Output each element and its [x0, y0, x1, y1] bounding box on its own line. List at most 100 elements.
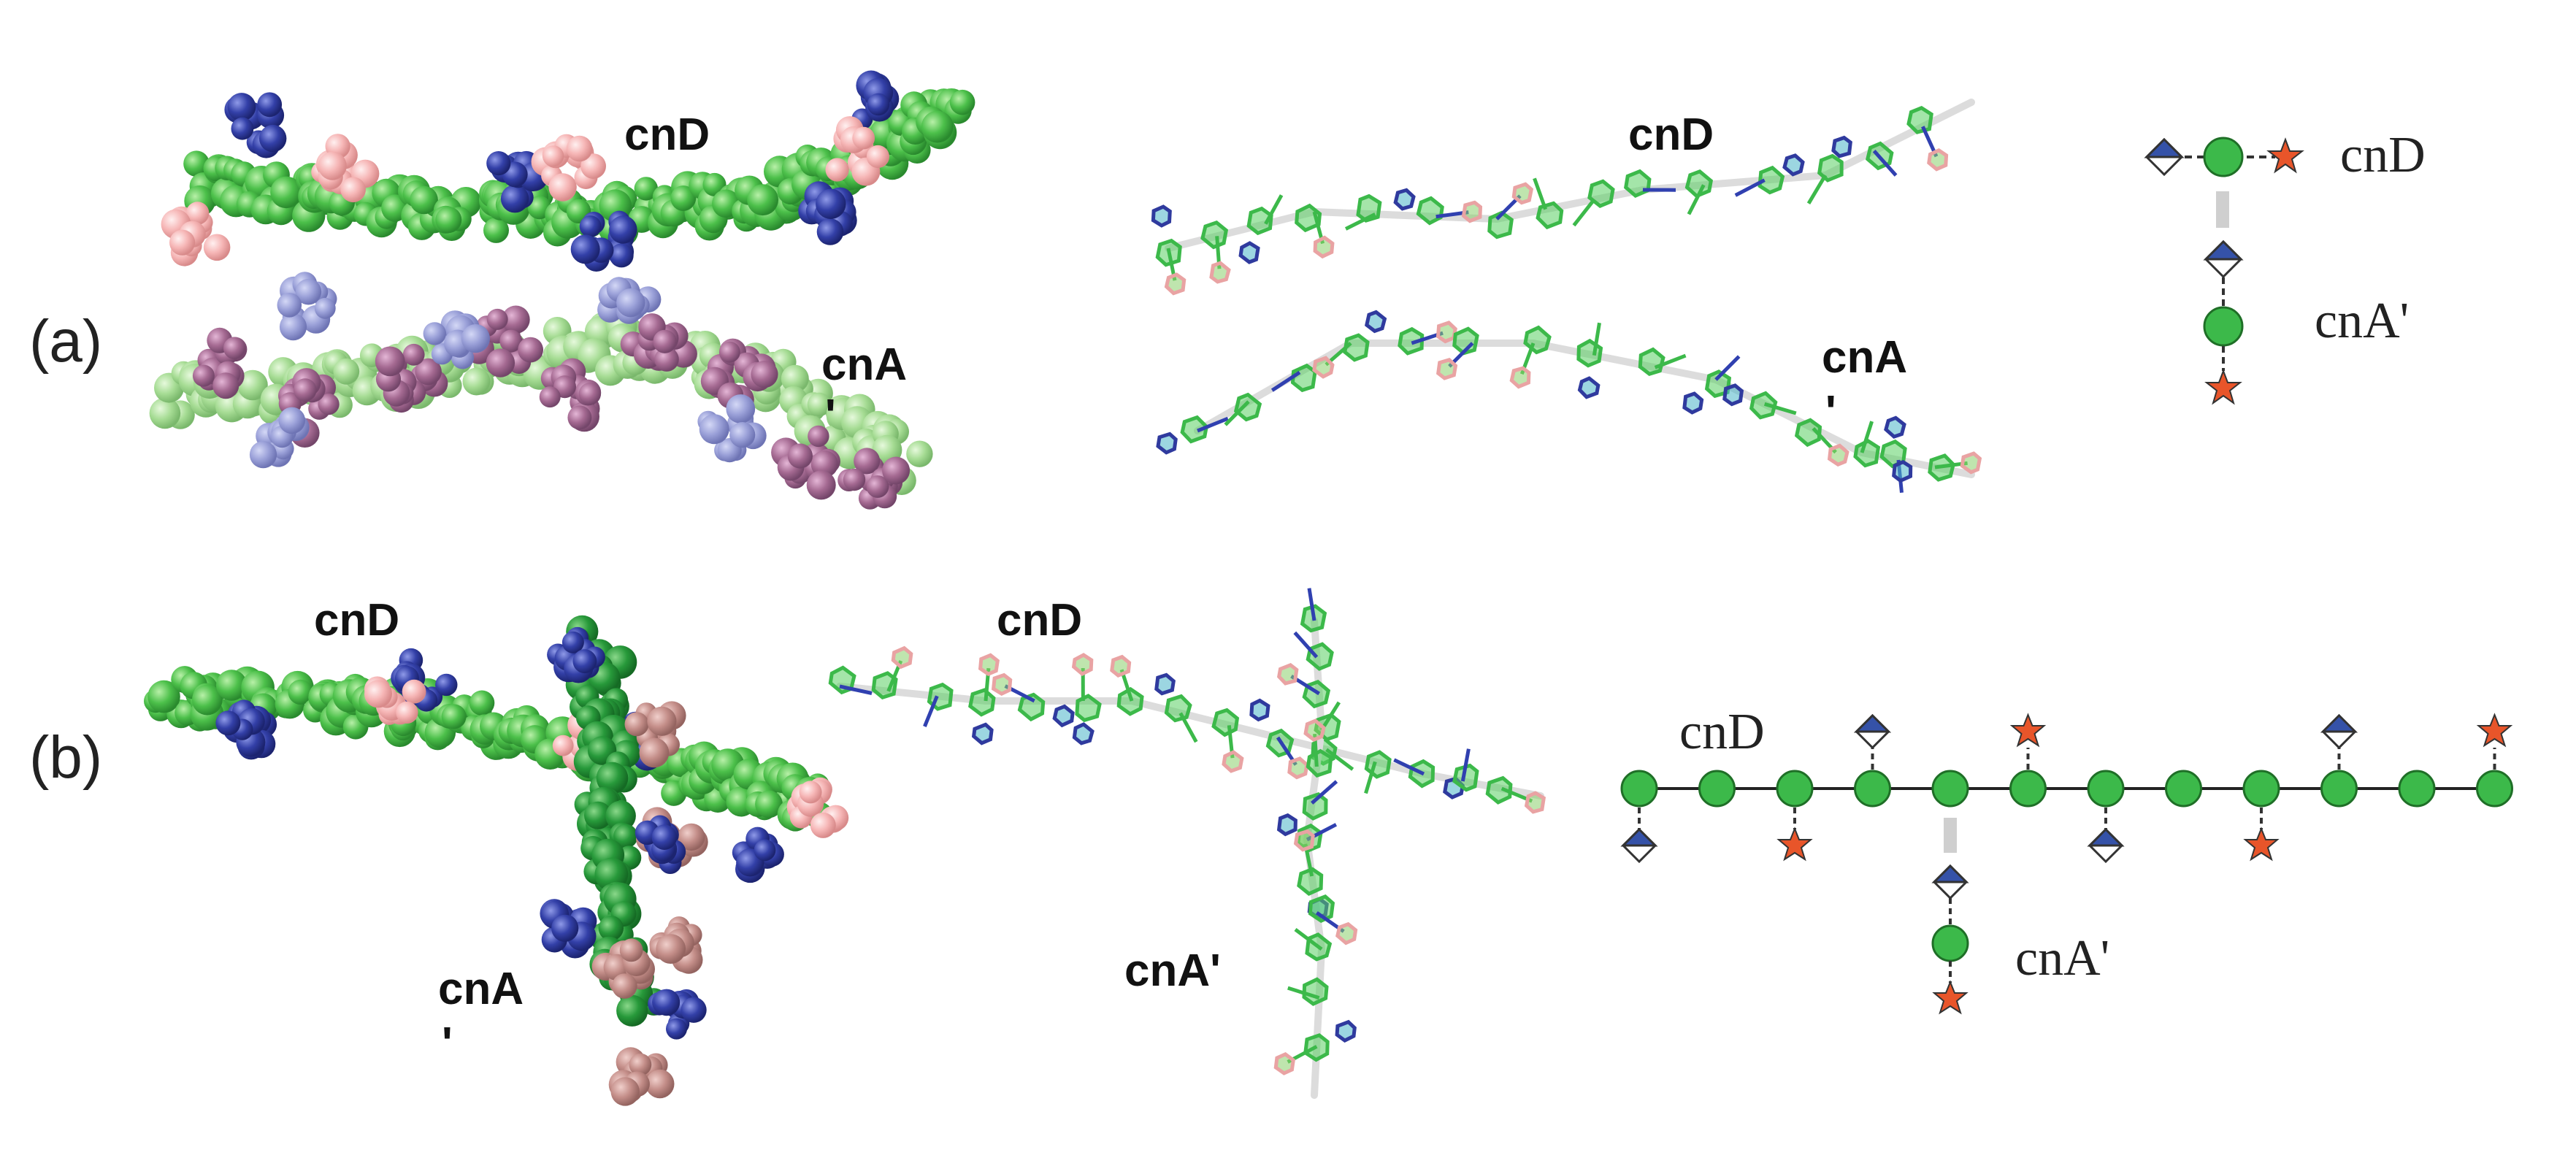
panel-a-schematic: cnD cnA': [2144, 127, 2426, 405]
substituent-sphere: [825, 116, 889, 186]
sugar-ring: [1436, 357, 1458, 380]
sugar-ring: [1151, 204, 1172, 228]
sugar-ring: [1164, 272, 1187, 296]
sugar-ring: [1295, 203, 1322, 233]
sugar-ring: [1452, 763, 1479, 792]
residue-circle-icon: [2398, 770, 2436, 808]
sugar-ring: [1287, 756, 1309, 780]
sugar-ring: [1927, 148, 1949, 172]
panel-a-tag: (a): [29, 308, 102, 375]
residue-circle-icon: [2320, 770, 2358, 808]
sugar-ring: [1960, 451, 1982, 475]
residue-circle-icon: [1620, 770, 1658, 808]
sugar-ring: [1487, 210, 1514, 239]
panel-b-stick-model: [828, 588, 1546, 1099]
substituent-sphere: [624, 701, 686, 768]
substituent-sphere: [277, 272, 337, 341]
sugar-ring: [891, 645, 913, 670]
sugar-ring: [971, 722, 994, 745]
panel-a-sphere-cnA-prime: ': [825, 391, 836, 441]
residue-circle-icon: [2009, 770, 2047, 808]
sugar-ring: [991, 672, 1013, 697]
substituent-sphere: [697, 394, 767, 463]
sugar-ring: [1200, 220, 1229, 250]
sugar-ring: [1277, 662, 1299, 686]
residue-circle-icon: [1854, 770, 1891, 808]
sugar-ring: [1156, 432, 1178, 455]
sugar-ring: [871, 671, 898, 699]
panel-b-schematic: [1620, 713, 2513, 1015]
substituent-sphere: [192, 327, 248, 399]
sugar-ring: [1853, 439, 1881, 468]
residue-sphere: [921, 89, 975, 143]
substituent-sphere: [540, 899, 597, 959]
residue-circle-icon: [2476, 770, 2513, 808]
substituent-sphere: [215, 699, 277, 760]
sugar-ring: [1249, 698, 1270, 722]
sugar-ring: [1306, 642, 1334, 671]
substituent-sphere: [798, 181, 857, 245]
sugar-ring: [1222, 750, 1244, 773]
sugar-ring: [1524, 791, 1546, 814]
substituent-sphere: [648, 989, 707, 1040]
sugar-ring: [1306, 748, 1333, 778]
substituent-sphere: [786, 777, 849, 838]
panel-a-sphere-cnD-label: cnD: [624, 110, 710, 160]
panel-a-stick-cnA-label: cnA: [1822, 332, 1907, 383]
substituent-sphere: [700, 338, 778, 415]
diamond-icon: [2087, 827, 2125, 864]
substituent-sphere: [249, 407, 310, 469]
sugar-ring: [1276, 813, 1297, 837]
panel-a-stick-cnA-prime: ': [1825, 387, 1836, 437]
substituent-sphere: [620, 313, 697, 372]
panel-b-sphere-cnA-label: cnA: [438, 964, 524, 1014]
residue-circle-icon: [1776, 770, 1814, 808]
sugar-ring: [1485, 775, 1513, 805]
sugar-ring: [1757, 165, 1785, 195]
sugar-ring: [1624, 169, 1652, 199]
substituent-sphere: [375, 343, 448, 413]
panel-a-stick-cnD-label: cnD: [1628, 110, 1714, 160]
sugar-ring: [1906, 105, 1933, 134]
substituent-sphere: [539, 358, 602, 432]
substituent-sphere: [837, 448, 911, 510]
sugar-ring: [1343, 333, 1370, 362]
sugar-ring: [1523, 325, 1552, 355]
diamond-icon: [1853, 713, 1892, 750]
substituent-sphere: [311, 134, 380, 203]
sugar-ring: [1335, 1019, 1357, 1043]
sugar-ring: [1511, 182, 1534, 205]
diamond-icon: [2144, 137, 2185, 177]
panel-b-schematic-cnD-label: cnD: [1679, 704, 1765, 760]
sugar-ring: [1209, 261, 1231, 284]
panel-b-sphere-cnA-prime: ': [442, 1019, 453, 1069]
star-icon: [2204, 369, 2242, 405]
sugar-ring: [1335, 921, 1358, 946]
sugar-ring: [1365, 310, 1387, 334]
sugar-ring: [1817, 153, 1844, 183]
panel-a-stick-model: [1151, 99, 1982, 494]
sugar-ring: [1052, 704, 1075, 728]
sugar-ring: [1017, 692, 1046, 722]
substituent-sphere: [635, 815, 686, 874]
sugar-ring: [1704, 369, 1732, 399]
sugar-ring: [1827, 443, 1849, 467]
panel-b-stick-cnA-label: cnA': [1124, 946, 1221, 996]
sugar-ring: [1302, 977, 1329, 1006]
residue-circle-icon: [2203, 306, 2244, 347]
substituent-sphere: [531, 134, 606, 202]
panel-a-sphere-cnA-label: cnA: [821, 340, 907, 390]
residue-circle-icon: [1931, 924, 1969, 962]
diamond-icon: [2320, 713, 2358, 750]
panel-b-stick-cnD-label: cnD: [997, 595, 1082, 645]
sugar-ring: [1393, 188, 1416, 211]
sugar-ring: [1536, 201, 1564, 230]
sugar-ring: [1682, 391, 1704, 415]
diamond-icon: [1620, 827, 1658, 864]
residue-circle-icon: [2242, 770, 2280, 808]
sugar-ring: [1794, 418, 1822, 448]
residue-circle-icon: [2203, 137, 2244, 177]
cross-link-bar: [2216, 191, 2229, 228]
substituent-sphere: [591, 938, 655, 999]
